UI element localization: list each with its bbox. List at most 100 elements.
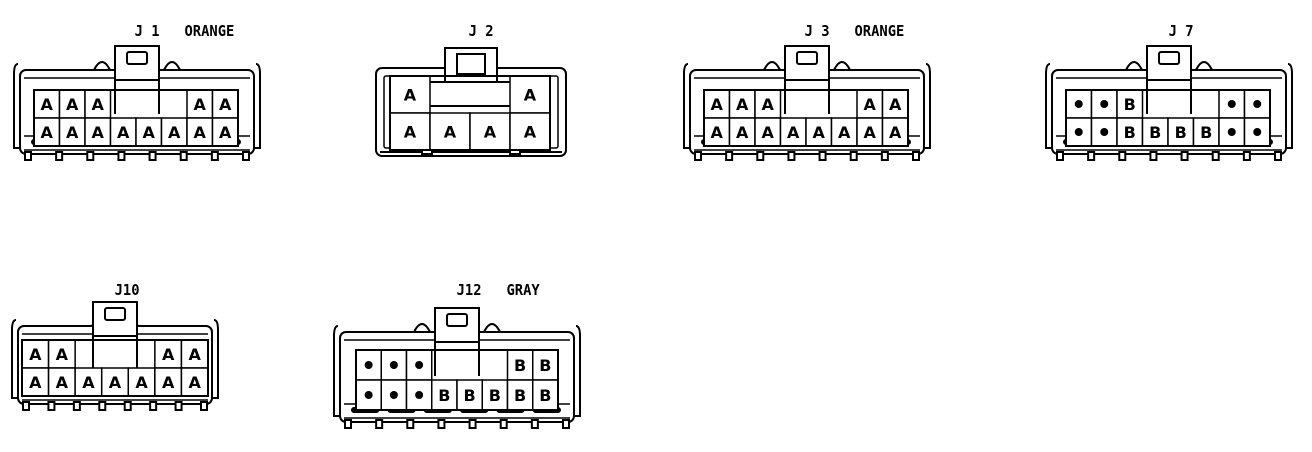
foot xyxy=(1087,151,1096,161)
cavity xyxy=(754,117,782,147)
top-bump xyxy=(1125,61,1143,71)
cavity-label: B xyxy=(514,356,526,375)
cavity-label: A xyxy=(92,123,105,142)
foot xyxy=(200,401,208,411)
latch-window xyxy=(104,307,126,321)
cavity-label: A xyxy=(736,123,749,142)
cavity-label: A xyxy=(787,123,800,142)
cavity-label: A xyxy=(41,95,54,114)
foot xyxy=(344,419,352,429)
foot xyxy=(818,151,827,161)
cavity xyxy=(127,367,156,397)
terminal-dot xyxy=(1253,100,1262,108)
right-flange xyxy=(254,63,261,149)
cavity xyxy=(805,117,833,147)
cavity-label: A xyxy=(56,373,69,392)
foot xyxy=(499,419,508,429)
terminal-dot xyxy=(415,391,424,399)
cavity-label: A xyxy=(524,123,537,142)
connector-name: J 2 xyxy=(468,22,494,40)
top-bump xyxy=(1195,61,1213,71)
terminal-dot xyxy=(364,391,373,399)
cavity-label: A xyxy=(444,123,457,142)
cavity xyxy=(481,379,509,411)
foot xyxy=(880,151,889,161)
connector-color: ORANGE xyxy=(854,22,905,40)
cavity-label: A xyxy=(838,123,851,142)
connector-label-j2: J 2 xyxy=(452,4,494,40)
cavity-label: A xyxy=(219,95,232,114)
cavity-label: A xyxy=(117,123,130,142)
foot xyxy=(406,419,415,429)
top-bump xyxy=(763,61,781,71)
cavity-label: A xyxy=(168,123,181,142)
cavity-label: A xyxy=(736,95,749,114)
connector-label-j12: J12 GRAY xyxy=(440,263,540,299)
cavity-label: A xyxy=(864,123,877,142)
top-bump xyxy=(483,323,501,333)
cavity-label: A xyxy=(762,95,775,114)
cavity-label: A xyxy=(162,345,175,364)
foot xyxy=(787,151,796,161)
connector-name: J12 xyxy=(456,281,482,299)
connector-color: GRAY xyxy=(506,281,540,299)
terminal-dot xyxy=(364,361,373,369)
foot xyxy=(1056,151,1064,161)
left-flange xyxy=(683,63,690,149)
terminal-dot xyxy=(1100,100,1109,108)
cavity-grid xyxy=(21,339,209,397)
cavity xyxy=(211,117,239,147)
cavity-label: A xyxy=(404,86,417,105)
left-flange xyxy=(11,319,18,399)
latch-window xyxy=(796,51,818,65)
cavity-label: B xyxy=(514,386,526,405)
foot xyxy=(98,401,107,411)
foot xyxy=(725,151,734,161)
terminal-dot xyxy=(1074,100,1083,108)
cavity-label: A xyxy=(66,123,79,142)
cavity-grid xyxy=(1065,89,1271,147)
cavity-grid xyxy=(33,89,239,147)
cavity-label: A xyxy=(194,95,207,114)
cavity xyxy=(1167,117,1195,147)
foot xyxy=(117,151,126,161)
cavity xyxy=(160,117,188,147)
foot xyxy=(149,401,158,411)
cavity-label: A xyxy=(484,123,497,142)
foot xyxy=(210,151,219,161)
left-flange xyxy=(13,63,20,149)
cavity xyxy=(154,339,183,369)
cavity-label: B xyxy=(1200,123,1212,142)
connector-label-j1: J 1 ORANGE xyxy=(118,4,235,40)
cavity-label: A xyxy=(864,95,877,114)
cavity-label: A xyxy=(219,123,232,142)
cavity-label: A xyxy=(41,123,54,142)
foot xyxy=(1180,151,1189,161)
cavity-label: A xyxy=(762,123,775,142)
top-bump xyxy=(93,61,111,71)
latch-window xyxy=(1158,51,1180,65)
cavity-grid xyxy=(389,75,551,151)
terminal-dot xyxy=(1227,128,1236,136)
cavity-label: A xyxy=(524,86,537,105)
cavity xyxy=(389,112,431,151)
terminal-dot xyxy=(1074,128,1083,136)
foot xyxy=(86,151,95,161)
foot xyxy=(468,419,477,429)
connector-name: J10 xyxy=(114,281,140,299)
right-flange xyxy=(212,319,219,399)
latch-walls xyxy=(1146,80,1192,114)
connector-label-j10: J10 xyxy=(98,263,140,299)
terminal-dot xyxy=(389,361,398,369)
top-bump xyxy=(833,61,851,71)
connector-label-j7: J 7 xyxy=(1152,4,1194,40)
connector-label-j3: J 3 ORANGE xyxy=(788,4,905,40)
cavity xyxy=(1116,117,1144,147)
cavity-label: A xyxy=(189,373,202,392)
foot xyxy=(55,151,64,161)
cavity-label: B xyxy=(438,386,450,405)
